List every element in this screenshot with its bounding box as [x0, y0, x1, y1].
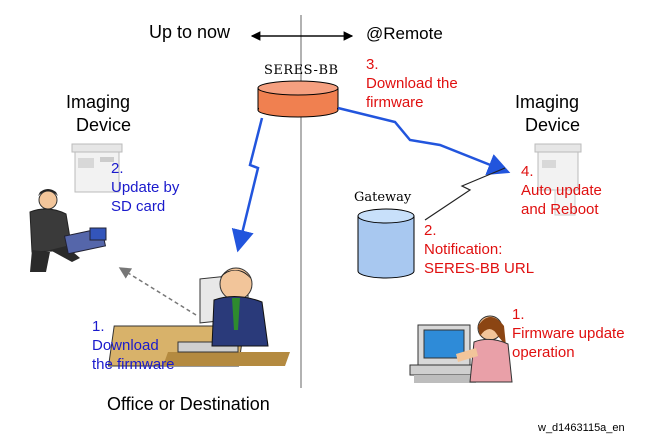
imaging-device-right-line2: Device — [525, 115, 581, 135]
header-at-remote: @Remote — [366, 24, 443, 43]
right-step1-line2: operation — [512, 344, 575, 361]
right-step2-line1: Notification: — [424, 241, 503, 258]
right-step3-line1: Download the — [366, 75, 458, 92]
lightning-arrow-to-office — [231, 117, 264, 253]
seres-bb-server-icon — [257, 80, 339, 118]
left-step2-number: 2. — [111, 160, 124, 177]
left-step1-line2: the firmware — [92, 356, 175, 373]
figure-caption: w_d1463115a_en — [538, 422, 625, 434]
left-step1-line1: Download — [92, 337, 159, 354]
right-step1-number: 1. — [512, 306, 525, 323]
right-step3-line2: firmware — [366, 94, 424, 111]
left-step2-line1: Update by — [111, 179, 180, 196]
copier-left-icon — [71, 143, 123, 193]
right-step1-line1: Firmware update — [512, 325, 625, 342]
right-step4-line1: Auto update — [521, 182, 602, 199]
right-step3-number: 3. — [366, 56, 379, 73]
right-step2-number: 2. — [424, 222, 437, 239]
left-step1-number: 1. — [92, 318, 105, 335]
operator-icon — [409, 315, 513, 383]
right-step4-number: 4. — [521, 163, 534, 180]
copier-right-icon — [534, 143, 582, 216]
technician-icon — [29, 189, 107, 272]
gateway-cylinder-icon — [357, 208, 415, 279]
imaging-device-left-line2: Device — [76, 115, 132, 135]
seres-bb-label: SERES-BB — [264, 63, 339, 78]
office-label: Office or Destination — [107, 394, 270, 414]
office-worker-icon — [107, 267, 290, 367]
right-step2-line2: SERES-BB URL — [424, 260, 535, 277]
gateway-label: Gateway — [354, 190, 412, 205]
arrow-server-to-device — [337, 106, 511, 176]
dashed-arrow-to-technician — [118, 267, 197, 316]
header-up-to-now: Up to now — [149, 22, 231, 42]
gateway-lightning — [424, 167, 506, 221]
right-step4-line2: and Reboot — [521, 201, 599, 218]
left-step2-line2: SD card — [111, 198, 166, 215]
imaging-device-left-line1: Imaging — [66, 92, 131, 112]
imaging-device-right-line1: Imaging — [515, 92, 580, 112]
